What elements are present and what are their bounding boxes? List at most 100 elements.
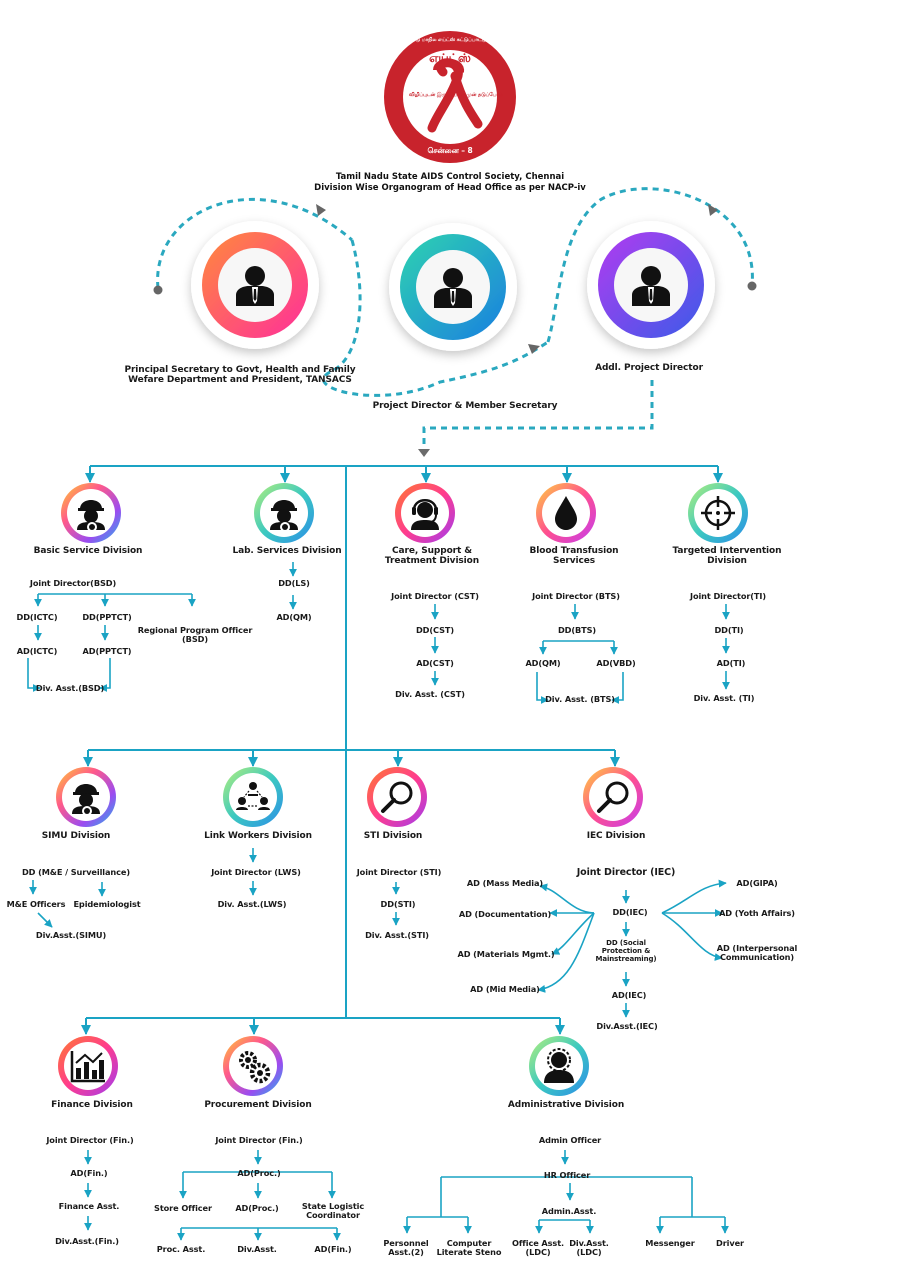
fin-finance-asst: Finance Asst. (58, 1201, 120, 1211)
iec-connectors (537, 879, 727, 1018)
worker-gear-icon (72, 784, 100, 816)
fin-div-asst: Div.Asst.(Fin.) (55, 1236, 119, 1246)
simu-div-asst: Div.Asst.(SIMU) (35, 930, 107, 940)
proc-connectors (177, 1150, 341, 1241)
person-icon (434, 268, 472, 308)
logo-ring-text: தமிழ்நாடு மாநில எய்ட்ஸ் கட்டுப்பாட்டு சங… (398, 37, 502, 43)
lws-div-asst: Div. Asst.(LWS) (217, 899, 287, 909)
apd-arrow (418, 449, 430, 457)
tansacs-logo (384, 31, 516, 163)
logo-bottom-text: சென்னை – 8 (427, 146, 473, 155)
division-name-lab: Lab. Services Division (232, 546, 342, 556)
iec-ad-documentation: AD (Documentation) (458, 909, 552, 919)
worker-gear-icon (77, 500, 105, 532)
iec-ad-youth: AD (Yoth Affairs) (719, 908, 795, 918)
sti-dd: DD(STI) (380, 899, 416, 909)
division-drop-arrows (81, 466, 723, 1035)
leader-label-principal-secretary: Principal Secretary to Govt, Health and … (124, 365, 356, 386)
division-name-simu: SIMU Division (41, 831, 111, 841)
bsd-dd-pptct: DD(PPTCT) (82, 612, 132, 622)
leader-label-project-director: Project Director & Member Secretary (372, 401, 558, 411)
division-name-ti: Targeted Intervention Division (672, 546, 782, 567)
division-name-admin: Administrative Division (507, 1100, 625, 1110)
blood-drop-icon (555, 496, 577, 530)
cst-div-asst: Div. Asst. (CST) (395, 689, 465, 699)
bar-chart-icon (70, 1051, 105, 1083)
admin-driver: Driver (716, 1238, 744, 1248)
iec-dd: DD(IEC) (612, 907, 648, 917)
proc-proc-asst: Proc. Asst. (156, 1244, 206, 1254)
simu-epidemiologist: Epidemiologist (73, 899, 141, 909)
page-subtitle: Division Wise Organogram of Head Office … (314, 183, 586, 193)
apd-dashed-connector (422, 380, 654, 448)
bsd-ad-ictc: AD(ICTC) (16, 646, 58, 656)
iec-dd-social-protection: DD (Social Protection & Mainstreaming) (595, 939, 657, 964)
cst-jd: Joint Director (CST) (391, 591, 479, 601)
flow-end-dot (747, 281, 757, 291)
division-name-lws: Link Workers Division (204, 831, 312, 841)
flow-arrow-3 (708, 204, 718, 216)
admin-computer-steno: Computer Literate Steno (436, 1238, 502, 1258)
org-name: Tamil Nadu State AIDS Control Society, C… (335, 172, 565, 182)
bts-jd: Joint Director (BTS) (532, 591, 620, 601)
proc-store-officer: Store Officer (154, 1203, 212, 1213)
logo-right-text: வருமுன் தடுப்போம் (457, 92, 503, 98)
proc-div-asst: Div.Asst. (237, 1244, 277, 1254)
sti-div-asst: Div. Asst.(STI) (365, 930, 429, 940)
iec-ad-mass-media: AD (Mass Media) (466, 878, 544, 888)
bsd-ad-pptct: AD(PPTCT) (82, 646, 132, 656)
lab-dd: DD(LS) (278, 578, 310, 588)
iec-ad-gipa: AD(GIPA) (736, 878, 778, 888)
iec-ad-mid-media: AD (Mid Media) (470, 984, 540, 994)
bsd-div-asst: Div. Asst.(BSD) (35, 683, 105, 693)
admin-div-asst: Div.Asst. (LDC) (569, 1238, 609, 1258)
bts-div-asst: Div. Asst. (BTS) (545, 694, 615, 704)
ti-ad: AD(TI) (716, 658, 746, 668)
iec-ad-interpersonal: AD (Interpersonal Communication) (716, 943, 798, 963)
leadership-dashed-flow (156, 187, 754, 397)
fin-jd: Joint Director (Fin.) (46, 1135, 134, 1145)
crosshair-icon (701, 496, 735, 530)
headset-icon (411, 499, 439, 530)
division-icon-rings (56, 483, 748, 1096)
admin-office-asst: Office Asst. (LDC) (511, 1238, 565, 1258)
sti-jd: Joint Director (STI) (356, 867, 442, 877)
simu-connectors (29, 880, 106, 928)
proc-jd: Joint Director (Fin.) (215, 1135, 303, 1145)
magnifier-icon (381, 781, 413, 813)
bts-dd: DD(BTS) (557, 625, 597, 635)
division-name-bts: Blood Transfusion Services (529, 546, 619, 567)
proc-ad-fin: AD(Fin.) (314, 1244, 352, 1254)
division-name-iec: IEC Division (586, 831, 646, 841)
ti-div-asst: Div. Asst. (TI) (693, 693, 755, 703)
admin-messenger: Messenger (645, 1238, 695, 1248)
division-name-sti: STI Division (363, 831, 423, 841)
bsd-jd: Joint Director(BSD) (29, 578, 117, 588)
cst-ad: AD(CST) (416, 658, 454, 668)
logo-text-top: எய்ட்ஸ் (429, 51, 471, 65)
lws-jd: Joint Director (LWS) (211, 867, 301, 877)
ti-jd: Joint Director(TI) (689, 591, 767, 601)
cst-dd: DD(CST) (415, 625, 455, 635)
person-icon (236, 266, 274, 306)
ti-dd: DD(TI) (714, 625, 744, 635)
division-name-cst: Care, Support & Treatment Division (384, 546, 480, 567)
admin-admin-asst: Admin.Asst. (541, 1206, 597, 1216)
simu-dd: DD (M&E / Surveillance) (21, 867, 131, 877)
leader-label-addl-project-director: Addl. Project Director (595, 363, 703, 373)
admin-person-icon (544, 1048, 574, 1083)
person-icon (632, 266, 670, 306)
iec-jd: Joint Director (IEC) (576, 867, 676, 878)
fin-ad: AD(Fin.) (70, 1168, 108, 1178)
admin-personnel-asst: Personnel Asst.(2) (383, 1238, 429, 1258)
admin-hr-officer: HR Officer (543, 1170, 591, 1180)
bsd-connectors (27, 593, 196, 692)
bsd-dd-ictc: DD(ICTC) (16, 612, 58, 622)
admin-connectors (403, 1150, 729, 1234)
proc-ad: AD(Proc.) (237, 1168, 281, 1178)
division-name-procurement: Procurement Division (204, 1100, 312, 1110)
logo-left-text: விழிப்புடன் இருப்போம் (409, 92, 464, 98)
worker-gear-icon (270, 500, 298, 532)
